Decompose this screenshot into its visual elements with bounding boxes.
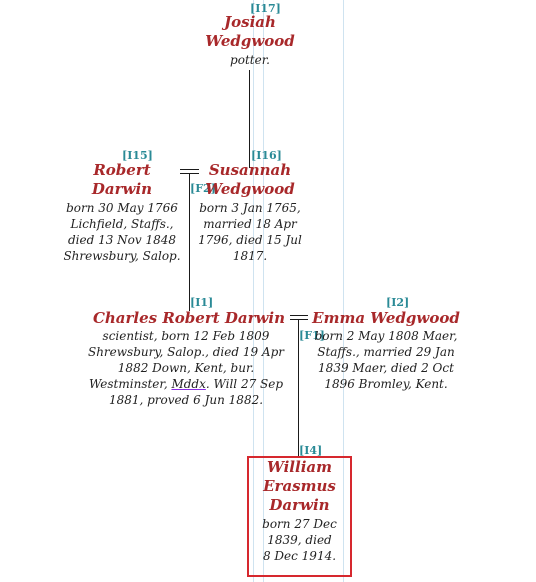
desc-line: Shrewsbury, Salop. <box>63 249 181 263</box>
person-name-william-erasmus-darwin[interactable]: William Erasmus Darwin <box>249 458 350 515</box>
desc-line: 1839 Maer, died 2 Oct <box>318 361 454 375</box>
desc-line: Shrewsbury, Salop., died 19 Apr <box>87 345 285 359</box>
person-id-i15[interactable]: [I15] <box>122 149 153 162</box>
desc-line: born 2 May 1808 Maer, <box>314 329 458 343</box>
person-desc-robert-darwin: born 30 May 1766 Lichfield, Staffs., die… <box>52 200 192 264</box>
desc-line: born 30 May 1766 <box>66 201 178 215</box>
name-line: Wedgwood <box>205 180 295 198</box>
person-name-josiah-wedgwood[interactable]: Josiah Wedgwood <box>180 13 320 51</box>
person-name-robert-darwin[interactable]: Robert Darwin <box>62 161 182 199</box>
person-name-emma-wedgwood[interactable]: Emma Wedgwood <box>312 309 460 327</box>
person-desc-josiah-wedgwood: potter. <box>230 53 270 67</box>
name-line: Wedgwood <box>205 32 295 50</box>
name-line: William <box>267 458 332 476</box>
desc-line: born 27 Dec <box>262 517 337 531</box>
person-id-i4[interactable]: [I4] <box>299 444 323 457</box>
person-desc-emma-wedgwood: born 2 May 1808 Maer, Staffs., married 2… <box>308 328 464 392</box>
name-line: Josiah <box>224 13 276 31</box>
descent-line-f2 <box>189 173 190 311</box>
desc-line: 1796, died 15 Jul <box>198 233 302 247</box>
desc-line: 1882 Down, Kent, bur. <box>117 361 255 375</box>
marriage-symbol-f2-top <box>180 169 199 170</box>
desc-line: Lichfield, Staffs., <box>70 217 174 231</box>
person-desc-william-erasmus-darwin: born 27 Dec 1839, died 8 Dec 1914. <box>249 516 350 564</box>
person-desc-charles-robert-darwin: scientist, born 12 Feb 1809 Shrewsbury, … <box>76 328 296 408</box>
desc-text: Westminster, <box>88 377 172 391</box>
focus-person-box[interactable] <box>247 456 352 577</box>
person-name-susannah-wedgwood[interactable]: Susannah Wedgwood <box>194 161 306 199</box>
descent-line-f1 <box>298 319 299 456</box>
desc-line: died 13 Nov 1848 <box>67 233 177 247</box>
person-id-i16[interactable]: [I16] <box>251 149 282 162</box>
desc-line: 1839, died <box>267 533 332 547</box>
desc-line: 1881, proved 6 Jun 1882. <box>108 393 264 407</box>
desc-line: scientist, born 12 Feb 1809 <box>102 329 270 343</box>
person-name-charles-robert-darwin[interactable]: Charles Robert Darwin <box>92 309 286 327</box>
desc-line: 8 Dec 1914. <box>262 549 337 563</box>
marriage-symbol-f1-top <box>290 315 308 316</box>
desc-line: 1896 Bromley, Kent. <box>324 377 448 391</box>
desc-line: married 18 Apr <box>203 217 297 231</box>
guide-line <box>253 0 254 582</box>
name-line: Susannah <box>208 161 292 179</box>
family-id-f2[interactable]: [F2] <box>190 182 216 195</box>
family-id-f1[interactable]: [F1] <box>299 329 325 342</box>
name-line: Erasmus <box>263 477 336 495</box>
desc-line: 1817. <box>232 249 268 263</box>
name-line: Robert <box>93 161 151 179</box>
person-id-i17[interactable]: [I17] <box>250 2 281 15</box>
place-link-mddx[interactable]: Mddx <box>171 377 206 391</box>
desc-line: Westminster, Mddx. Will 27 Sep <box>76 376 296 392</box>
marriage-symbol-f1-bottom <box>290 319 308 320</box>
person-desc-susannah-wedgwood: born 3 Jan 1765, married 18 Apr 1796, di… <box>191 200 309 264</box>
name-line: Darwin <box>269 496 330 514</box>
guide-line <box>343 0 344 582</box>
desc-line: born 3 Jan 1765, <box>199 201 301 215</box>
desc-line: Staffs., married 29 Jan <box>317 345 455 359</box>
guide-line <box>263 0 264 582</box>
desc-text: . Will 27 Sep <box>205 377 284 391</box>
parent-link-josiah <box>249 70 250 168</box>
name-line: Darwin <box>91 180 153 198</box>
person-id-i2[interactable]: [I2] <box>386 296 410 309</box>
person-id-i1[interactable]: [I1] <box>190 296 214 309</box>
